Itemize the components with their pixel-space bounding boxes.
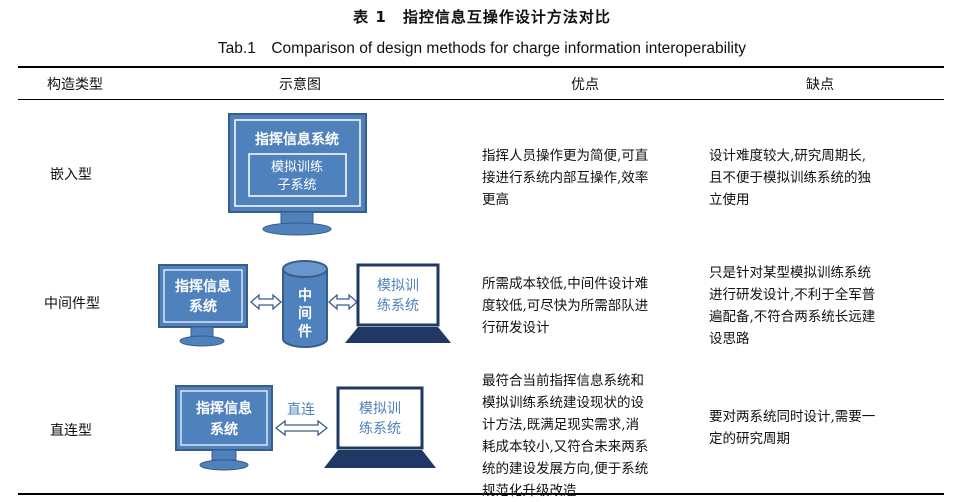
cons-middleware: 只是针对某型模拟训练系统 进行研发设计,不利于全军普 遍配备,不符合两系统长远建… xyxy=(709,262,875,350)
cons-line: 立使用 xyxy=(709,192,750,208)
pros-line: 度较低,可尽快为所需部队进 xyxy=(482,298,649,314)
pros-line: 接进行系统内部互操作,效率 xyxy=(482,170,649,186)
monitor-stand xyxy=(280,211,314,225)
middleware-label-2: 间 xyxy=(298,305,312,322)
middleware-left-label-1: 指挥信息 xyxy=(175,278,231,295)
embedded-outer-label: 指挥信息系统 xyxy=(255,131,339,148)
middleware-right-label-2: 练系统 xyxy=(377,298,419,314)
pros-line: 所需成本较低,中间件设计难 xyxy=(482,276,649,292)
cons-line: 进行研发设计,不利于全军普 xyxy=(709,287,876,303)
pros-direct: 最符合当前指挥信息系统和 模拟训练系统建设现状的设 计方法,既满足现实需求,消 … xyxy=(482,370,648,502)
cons-line: 设思路 xyxy=(709,331,750,347)
pros-line: 耗成本较小,又符合未来两系 xyxy=(482,439,649,455)
monitor-base xyxy=(262,222,332,236)
pros-line: 最符合当前指挥信息系统和 xyxy=(482,373,644,389)
right-laptop-screen xyxy=(356,263,440,327)
embedded-inner-box xyxy=(248,153,347,197)
cons-line: 只是针对某型模拟训练系统 xyxy=(709,265,871,281)
header-pros: 优点 xyxy=(571,77,599,93)
row-type-middleware: 中间件型 xyxy=(44,296,100,312)
double-arrow-icon xyxy=(328,293,358,311)
diagram-embedded: 指挥信息系统 模拟训练 子系统 xyxy=(228,113,367,236)
embedded-inner-label-1: 模拟训练 xyxy=(271,160,323,175)
cons-line: 遍配备,不符合两系统长远建 xyxy=(709,309,876,325)
table-caption-cn: 表 1 指控信息互操作设计方法对比 xyxy=(353,8,611,26)
middleware-label-3: 件 xyxy=(298,323,312,340)
table-caption-en: Tab.1 Comparison of design methods for c… xyxy=(217,40,747,57)
left-monitor-stand xyxy=(211,449,237,461)
pros-line: 统的建设发展方向,便于系统 xyxy=(482,461,649,477)
top-rule xyxy=(18,66,944,68)
header-type: 构造类型 xyxy=(47,77,103,93)
row-type-direct: 直连型 xyxy=(50,423,92,439)
embedded-inner-label-2: 子系统 xyxy=(277,178,316,193)
pros-line: 行研发设计 xyxy=(482,320,550,336)
direct-link-label: 直连 xyxy=(287,401,315,418)
middleware-left-label-2: 系统 xyxy=(189,298,217,315)
header-cons: 缺点 xyxy=(806,77,834,93)
direct-left-label-1: 指挥信息 xyxy=(196,400,252,417)
left-monitor-inner xyxy=(163,269,243,323)
direct-right-label-2: 练系统 xyxy=(359,421,401,437)
direct-right-label-1: 模拟训 xyxy=(359,401,401,417)
right-laptop-keyboard xyxy=(345,327,451,343)
header-rule xyxy=(18,99,944,100)
right-laptop-keyboard xyxy=(324,450,436,468)
middleware-label-1: 中 xyxy=(298,287,312,304)
middleware-right-label-1: 模拟训 xyxy=(377,278,419,294)
middleware-cylinder-top xyxy=(282,260,328,278)
right-laptop-screen xyxy=(336,386,424,450)
diagram-direct: 指挥信息 系统 直连 模拟训 练系统 xyxy=(175,385,436,471)
header-diagram: 示意图 xyxy=(279,77,321,93)
diagram-middleware: 指挥信息 系统 中 间 件 模拟训 练系统 xyxy=(158,260,451,348)
cons-line: 且不便于模拟训练系统的独 xyxy=(709,170,871,186)
left-monitor-screen xyxy=(158,264,248,328)
pros-embedded: 指挥人员操作更为简便,可直 接进行系统内部互操作,效率 更高 xyxy=(482,145,648,211)
pros-line: 模拟训练系统建设现状的设 xyxy=(482,395,644,411)
cons-embedded: 设计难度较大,研究周期长, 且不便于模拟训练系统的独 立使用 xyxy=(709,145,871,211)
pros-line: 计方法,既满足现实需求,消 xyxy=(482,417,640,433)
direct-left-label-2: 系统 xyxy=(210,421,238,438)
left-monitor-base xyxy=(199,459,249,471)
double-arrow-icon xyxy=(274,419,329,437)
pros-line: 更高 xyxy=(482,192,509,208)
left-monitor-screen xyxy=(175,385,273,451)
cons-line: 定的研究周期 xyxy=(709,431,790,447)
left-monitor-base xyxy=(179,335,225,347)
bottom-rule xyxy=(18,493,944,495)
monitor-screen-inner xyxy=(234,119,361,207)
pros-line: 规范化升级改造 xyxy=(482,483,577,499)
double-arrow-icon xyxy=(250,293,282,311)
row-type-embedded: 嵌入型 xyxy=(50,167,92,183)
middleware-cylinder-body xyxy=(282,269,328,348)
cons-line: 要对两系统同时设计,需要一 xyxy=(709,409,876,425)
cons-line: 设计难度较大,研究周期长, xyxy=(709,148,867,164)
pros-middleware: 所需成本较低,中间件设计难 度较低,可尽快为所需部队进 行研发设计 xyxy=(482,273,648,339)
pros-line: 指挥人员操作更为简便,可直 xyxy=(482,148,649,164)
cons-direct: 要对两系统同时设计,需要一 定的研究周期 xyxy=(709,406,875,450)
left-monitor-inner xyxy=(180,390,268,446)
